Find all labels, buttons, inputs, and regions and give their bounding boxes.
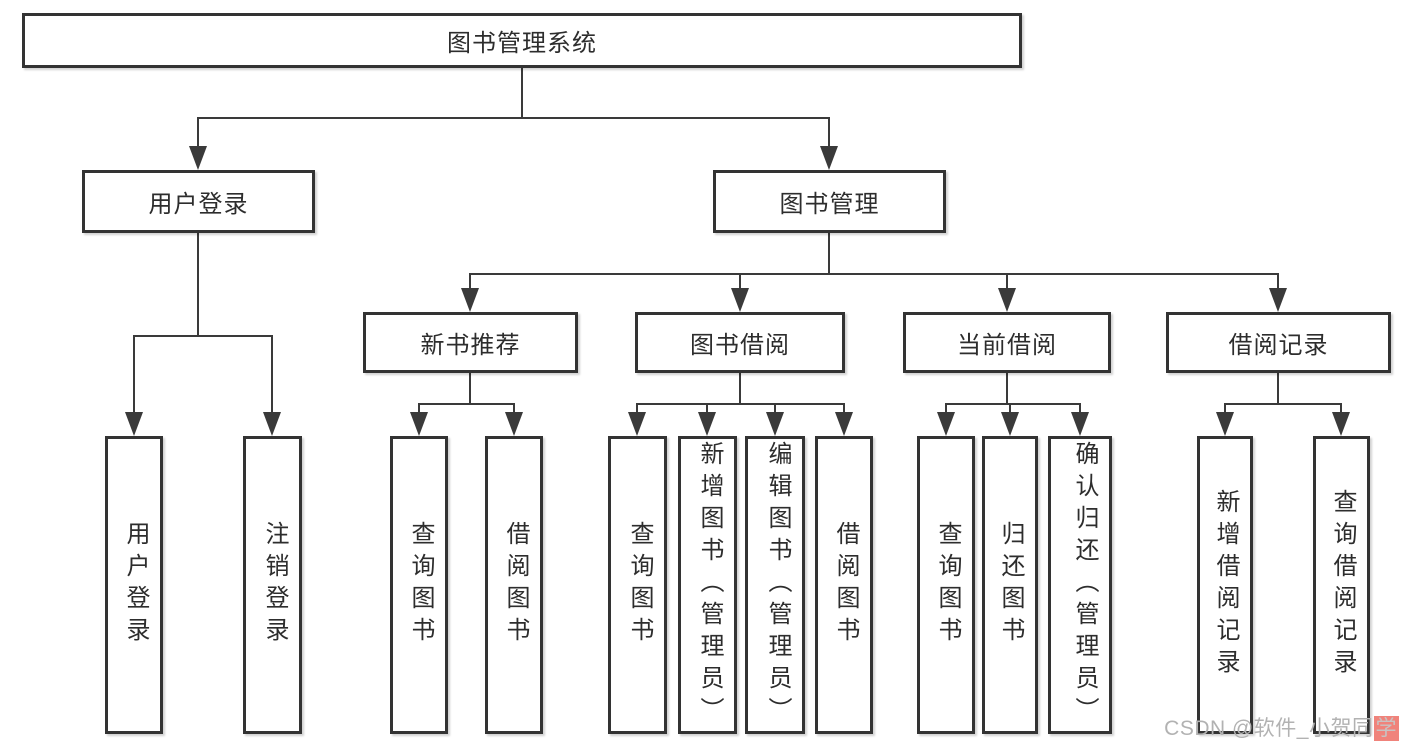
connector-line — [1006, 373, 1008, 404]
connector-line — [133, 335, 273, 337]
connector-line — [1224, 403, 1226, 416]
leaf-add-borrow-record: 新增借阅记录 — [1197, 436, 1253, 734]
connector-line — [774, 403, 776, 416]
connector-line — [469, 273, 1279, 275]
connector-line — [521, 68, 523, 117]
arrow-down-icon — [505, 412, 523, 436]
connector-line — [739, 373, 741, 404]
connector-line — [418, 403, 420, 416]
connector-line — [133, 335, 135, 418]
connector-line — [1224, 403, 1341, 405]
arrow-down-icon — [1001, 412, 1019, 436]
leaf-user-login: 用户登录 — [105, 436, 163, 734]
node-current-borrow: 当前借阅 — [903, 312, 1111, 373]
leaf-edit-books-admin: 编辑图书（管理员） — [745, 436, 805, 734]
node-book-management: 图书管理 — [713, 170, 946, 233]
arrow-down-icon — [731, 288, 749, 312]
leaf-query-books-current: 查询图书 — [917, 436, 975, 734]
connector-line — [828, 233, 830, 273]
arrow-down-icon — [820, 146, 838, 170]
node-book-borrow: 图书借阅 — [635, 312, 845, 373]
connector-line — [739, 273, 741, 292]
node-library-system: 图书管理系统 — [22, 13, 1022, 68]
arrow-down-icon — [937, 412, 955, 436]
connector-line — [1340, 403, 1342, 416]
arrow-down-icon — [1216, 412, 1234, 436]
csdn-watermark: CSDN @软件_小贺同学 — [1164, 712, 1399, 742]
connector-line — [418, 403, 515, 405]
leaf-query-books-borrow: 查询图书 — [608, 436, 667, 734]
connector-line — [513, 403, 515, 416]
node-new-book-recommend: 新书推荐 — [363, 312, 578, 373]
arrow-down-icon — [698, 412, 716, 436]
connector-line — [945, 403, 1080, 405]
arrow-down-icon — [410, 412, 428, 436]
arrow-down-icon — [1071, 412, 1089, 436]
connector-line — [843, 403, 845, 416]
arrow-down-icon — [461, 288, 479, 312]
arrow-down-icon — [125, 412, 143, 436]
connector-line — [271, 335, 273, 418]
arrow-down-icon — [263, 412, 281, 436]
arrow-down-icon — [1269, 288, 1287, 312]
connector-line — [469, 273, 471, 292]
connector-line — [945, 403, 947, 416]
leaf-add-books-admin: 新增图书（管理员） — [678, 436, 737, 734]
connector-line — [1277, 273, 1279, 292]
connector-line — [1277, 373, 1279, 404]
arrow-down-icon — [835, 412, 853, 436]
csdn-watermark-accent: 学 — [1373, 716, 1399, 741]
connector-line — [828, 117, 830, 152]
connector-line — [197, 117, 830, 119]
connector-line — [1006, 273, 1008, 292]
csdn-watermark-text: CSDN @软件_小贺同 — [1164, 717, 1374, 740]
connector-line — [636, 403, 844, 405]
connector-line — [1079, 403, 1081, 416]
connector-line — [197, 233, 199, 335]
node-user-login: 用户登录 — [82, 170, 315, 233]
leaf-borrow-books-borrow: 借阅图书 — [815, 436, 873, 734]
leaf-query-books-recommend: 查询图书 — [390, 436, 448, 734]
arrow-down-icon — [766, 412, 784, 436]
leaf-query-borrow-record: 查询借阅记录 — [1313, 436, 1370, 734]
connector-line — [636, 403, 638, 416]
connector-line — [706, 403, 708, 416]
connector-line — [469, 373, 471, 404]
connector-line — [1009, 403, 1011, 416]
arrow-down-icon — [189, 146, 207, 170]
arrow-down-icon — [998, 288, 1016, 312]
leaf-logout: 注销登录 — [243, 436, 302, 734]
leaf-confirm-return-admin: 确认归还（管理员） — [1048, 436, 1112, 734]
leaf-borrow-books-recommend: 借阅图书 — [485, 436, 543, 734]
arrow-down-icon — [1332, 412, 1350, 436]
node-borrow-records: 借阅记录 — [1166, 312, 1391, 373]
arrow-down-icon — [628, 412, 646, 436]
connector-line — [197, 117, 199, 152]
leaf-return-books: 归还图书 — [982, 436, 1038, 734]
